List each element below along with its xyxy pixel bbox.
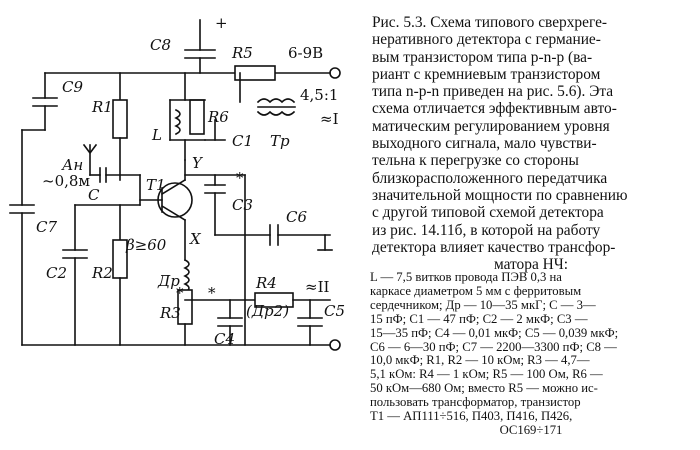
- label-r3: R3: [159, 304, 181, 322]
- caption-line: из рис. 14.11б, в которой на работу: [372, 221, 601, 239]
- label-x: X: [189, 230, 202, 248]
- caption-line: выходного сигнала, мало чувстви-: [372, 135, 597, 153]
- label-ant-len: ~0,8м: [42, 172, 90, 190]
- label-c1: C1: [232, 132, 253, 150]
- label-star-r3: *: [176, 284, 184, 302]
- ground-terminal: [329, 339, 341, 351]
- label-star-c3: *: [236, 169, 244, 187]
- parts-line: С6 — 6—30 пФ; С7 — 2200—3300 пФ; С8 —: [370, 339, 617, 354]
- parts-line: Т1 — АП111÷516, П403, П416, П426,: [370, 409, 573, 424]
- caption-line: значительной мощности по сравнению: [372, 186, 628, 204]
- parts-line: каркасе диаметром 5 мм с ферритовым: [370, 283, 582, 298]
- caption-line: риант с кремниевым транзистором: [372, 65, 601, 83]
- label-c: C: [88, 186, 100, 204]
- caption-line: с другой типовой схемой детектора: [372, 204, 604, 222]
- label-tp: Tp: [270, 132, 290, 150]
- caption-line: матическим регулированием уровня: [372, 117, 610, 135]
- label-l: L: [151, 126, 162, 144]
- label-c2: C2: [46, 264, 67, 282]
- caption-line: вым транзистором типа p-n-p (ва-: [372, 48, 593, 66]
- label-c5: C5: [324, 302, 345, 320]
- caption-line: близкорасположенного передатчика: [372, 169, 608, 187]
- label-c4: C4: [214, 330, 235, 348]
- caption-line: неративного детектора с германие-: [372, 31, 601, 49]
- parts-line: 10,0 мкФ; R1, R2 — 10 кОм; R3 — 4,7—: [370, 353, 590, 368]
- label-r1: R1: [91, 98, 113, 116]
- label-c9: C9: [62, 78, 83, 96]
- label-supply: 6-9В: [288, 44, 323, 62]
- parts-line: сердечником; Др — 10—35 мкГ; С — 3—: [370, 297, 596, 312]
- parts-line: 5,1 кОм: R4 — 1 кОм; R5 — 100 Ом, R6 —: [370, 367, 603, 382]
- label-out1: ≈I: [320, 110, 339, 128]
- label-dr2: (Др2): [246, 302, 289, 320]
- label-c8: C8: [150, 36, 171, 54]
- parts-list: L — 7,5 витков провода ПЭВ 0,3 на каркас…: [262, 270, 692, 438]
- caption-line: Рис. 5.3. Схема типового сверхреге-: [372, 14, 608, 31]
- label-dr: Др: [157, 272, 180, 290]
- label-out2: ≈II: [305, 278, 329, 296]
- label-plus: +: [215, 14, 228, 32]
- label-r5: R5: [231, 44, 253, 62]
- caption-line-last: матора НЧ:: [493, 256, 569, 274]
- label-c7: C7: [36, 218, 57, 236]
- label-r6: R6: [207, 108, 229, 126]
- parts-line-last: ОС169÷171: [499, 422, 563, 437]
- label-ratio: 4,5:1: [300, 86, 338, 104]
- supply-terminal: [329, 67, 341, 79]
- parts-line: 15—35 пФ; С4 — 0,01 мкФ; С5 — 0,039 мкФ;: [370, 325, 619, 340]
- caption-line: схема отличается эффективным авто-: [372, 100, 617, 118]
- label-c6: C6: [286, 208, 307, 226]
- parts-line: 15 пФ; С1 — 47 пФ; С2 — 2 мкФ; С3 —: [370, 311, 588, 326]
- parts-line: 50 кОм—680 Ом; вместо R5 — можно ис-: [370, 381, 598, 396]
- parts-line: пользовать трансформатор, транзистор: [370, 395, 581, 410]
- caption-line: тельна к перегрузке со стороны: [372, 152, 579, 170]
- caption-line: типа n-p-n приведен на рис. 5.6). Эта: [372, 83, 614, 101]
- label-beta: β≥60: [125, 236, 167, 254]
- circuit-schematic: C8 + R5 6-9В C9 R1 R6 L C1 Tp 4,5:1 ≈I А…: [9, 14, 345, 351]
- label-antenna: Ан: [61, 156, 83, 174]
- label-r4: R4: [255, 274, 277, 292]
- label-y: Y: [192, 154, 204, 172]
- parts-line: L — 7,5 витков провода ПЭВ 0,3 на: [370, 270, 562, 284]
- label-star-dr: *: [208, 284, 216, 302]
- figure-caption: Рис. 5.3. Схема типового сверхреге- нера…: [372, 14, 690, 273]
- label-c3: C3: [232, 196, 253, 214]
- label-t1: T1: [146, 176, 166, 194]
- label-r2: R2: [91, 264, 113, 282]
- caption-line: детектора влияет качество трансфор-: [372, 238, 616, 256]
